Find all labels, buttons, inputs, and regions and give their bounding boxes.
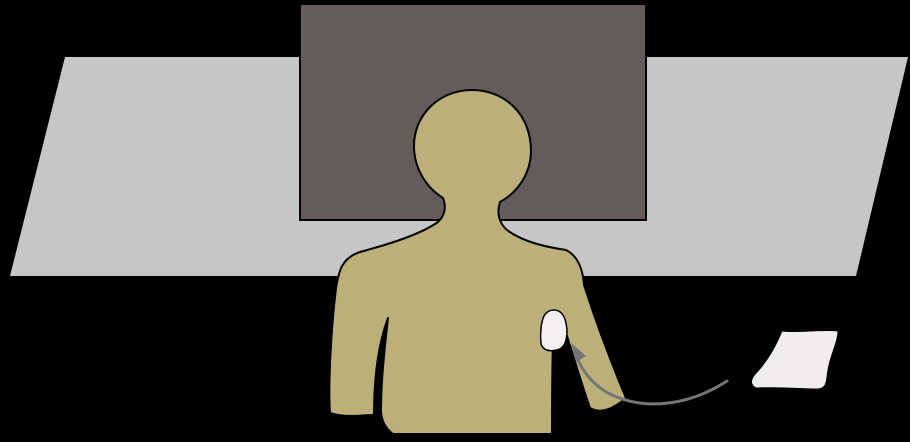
computer-mouse bbox=[541, 310, 567, 351]
